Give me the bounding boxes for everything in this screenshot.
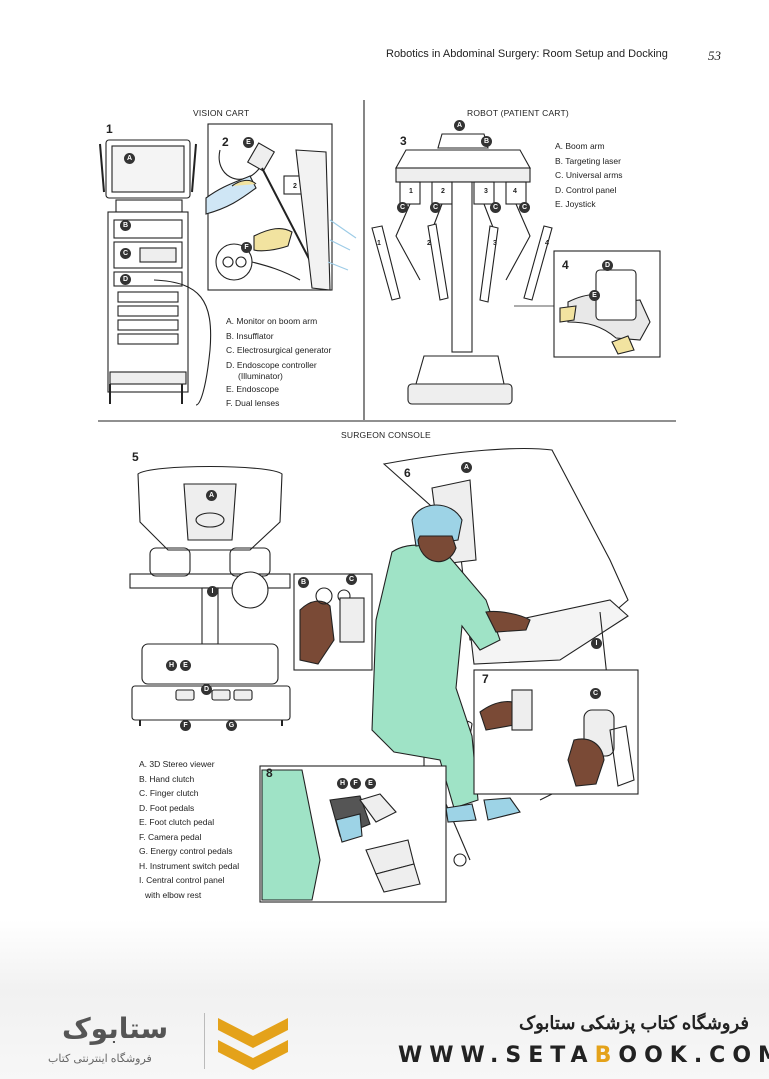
robot-legend: A. Boom arm B. Targeting laser C. Univer… — [555, 139, 623, 212]
url-part: WWW. — [398, 1043, 506, 1068]
figure-number-4: 4 — [562, 258, 569, 272]
callout-marker: D — [201, 684, 212, 695]
endoscope-inset-drawing — [205, 123, 357, 291]
legend-item: E. Foot clutch pedal — [139, 817, 215, 827]
callout-marker: B — [481, 136, 492, 147]
arm-number: 2 — [293, 183, 297, 190]
figure-number-5: 5 — [132, 450, 139, 464]
robotic-surgery-illustration — [98, 100, 676, 903]
arm-number: 3 — [493, 240, 497, 247]
legend-item: C. Finger clutch — [139, 788, 199, 798]
legend-item: C. Electrosurgical generator — [226, 345, 332, 355]
callout-marker: I — [591, 638, 602, 649]
callout-marker: E — [243, 137, 254, 148]
page-number: 53 — [708, 48, 721, 63]
figure-number-8: 8 — [266, 766, 273, 780]
callout-marker: A — [454, 120, 465, 131]
callout-marker: F — [241, 242, 252, 253]
legend-item: A. Boom arm — [555, 141, 605, 151]
callout-marker: A — [124, 153, 135, 164]
figure-number-2: 2 — [222, 135, 229, 149]
legend-item: (Illuminator) — [238, 370, 283, 381]
running-title: Robotics in Abdominal Surgery: Room Setu… — [386, 48, 668, 60]
callout-marker: A — [206, 490, 217, 501]
console-legend: A. 3D Stereo viewer B. Hand clutch C. Fi… — [139, 757, 239, 902]
callout-marker: C — [397, 202, 408, 213]
url-part: SETA — [505, 1043, 595, 1068]
vision-cart-title: VISION CART — [193, 108, 250, 118]
arm-number: 4 — [513, 188, 517, 195]
callout-marker: C — [590, 688, 601, 699]
vision-cart-drawing — [99, 139, 212, 406]
callout-marker: A — [461, 462, 472, 473]
arm-number: 3 — [484, 188, 488, 195]
shop-name: فروشگاه کتاب پزشکی ستابوک — [519, 1013, 749, 1033]
figure-number-3: 3 — [400, 134, 407, 148]
foot-pedals-inset-drawing — [259, 765, 447, 903]
legend-item: B. Targeting laser — [555, 155, 621, 166]
surgeon-drawing — [371, 504, 531, 823]
legend-item: I. Central control panel — [139, 875, 225, 885]
finger-clutch-inset-drawing — [473, 669, 639, 795]
callout-marker: B — [120, 220, 131, 231]
legend-item: A. Monitor on boom arm — [226, 316, 318, 326]
legend-item: A. 3D Stereo viewer — [139, 759, 215, 769]
callout-marker: E — [365, 778, 376, 789]
legend-item: B. Hand clutch — [139, 773, 195, 784]
hand-clutch-inset-drawing — [293, 573, 373, 671]
callout-marker: F — [180, 720, 191, 731]
setabook-logo-text: ستابوک — [62, 1012, 169, 1045]
legend-item: with elbow rest — [145, 889, 202, 900]
figure-number-1: 1 — [106, 122, 113, 136]
legend-item: F. Camera pedal — [139, 831, 202, 842]
callout-marker: C — [490, 202, 501, 213]
figure-number-7: 7 — [482, 672, 489, 686]
chevron-logo-icon — [218, 1018, 288, 1070]
callout-marker: F — [350, 778, 361, 789]
legend-item: D. Control panel — [555, 184, 617, 195]
setabook-logo-subtitle: فروشگاه اینترنتی کتاب — [48, 1053, 152, 1065]
arm-number: 1 — [377, 240, 381, 247]
callout-marker: H — [337, 778, 348, 789]
url-part: OK.COM — [644, 1043, 769, 1068]
legend-item: H. Instrument switch pedal — [139, 860, 240, 871]
legend-item: E. Endoscope — [226, 383, 279, 394]
website-url[interactable]: WWW.SETABOOK.COM — [398, 1043, 769, 1068]
console-front-drawing — [129, 465, 291, 726]
patient-cart-drawing — [371, 133, 553, 405]
robot-title: ROBOT (PATIENT CART) — [467, 108, 569, 118]
arm-number: 2 — [427, 240, 431, 247]
legend-item: D. Foot pedals — [139, 802, 195, 813]
callout-marker: H — [166, 660, 177, 671]
arm-number: 4 — [545, 240, 549, 247]
url-accent-letter: B — [594, 1043, 619, 1068]
vision-cart-legend: A. Monitor on boom arm B. Insufflator C.… — [226, 314, 331, 411]
surgeon-console-title: SURGEON CONSOLE — [341, 430, 431, 440]
footer-divider — [204, 1013, 205, 1069]
arm-number: 1 — [409, 188, 413, 195]
legend-item: D. Endoscope controller — [226, 359, 317, 370]
callout-marker: E — [180, 660, 191, 671]
callout-marker: C — [120, 248, 131, 259]
callout-marker: C — [519, 202, 530, 213]
callout-marker: D — [120, 274, 131, 285]
callout-marker: C — [346, 574, 357, 585]
callout-marker: G — [226, 720, 237, 731]
legend-item: G. Energy control pedals — [139, 846, 233, 856]
callout-marker: E — [589, 290, 600, 301]
arm-number: 2 — [441, 188, 445, 195]
callout-marker: I — [207, 586, 218, 597]
footer-band — [0, 920, 769, 1079]
legend-item: E. Joystick — [555, 199, 596, 209]
callout-marker: D — [602, 260, 613, 271]
legend-item: B. Insufflator — [226, 330, 274, 341]
legend-item: F. Dual lenses — [226, 398, 280, 408]
figure-number-6: 6 — [404, 466, 411, 480]
callout-marker: B — [298, 577, 309, 588]
url-part: O — [618, 1043, 645, 1068]
legend-item: C. Universal arms — [555, 170, 623, 180]
callout-marker: C — [430, 202, 441, 213]
